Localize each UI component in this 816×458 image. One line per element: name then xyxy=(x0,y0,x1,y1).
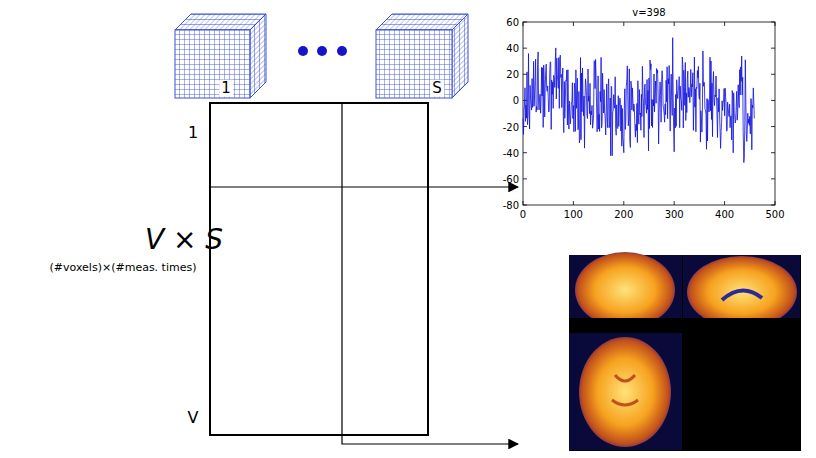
x-tick-label: 200 xyxy=(614,209,633,220)
plot-title: v=398 xyxy=(632,7,665,18)
time-series-plot xyxy=(523,22,775,205)
x-tick-label: 500 xyxy=(765,209,784,220)
x-tick-label: 100 xyxy=(564,209,583,220)
brain-slices xyxy=(569,252,801,451)
y-tick-label: 0 xyxy=(513,95,519,106)
volume-cube xyxy=(175,14,266,98)
x-tick-label: 300 xyxy=(665,209,684,220)
volume-cube xyxy=(376,14,468,98)
y-tick-label: 20 xyxy=(506,69,519,80)
y-tick-label: -40 xyxy=(503,147,519,158)
matrix-size: V × S xyxy=(145,225,223,256)
y-tick-label: 40 xyxy=(506,43,519,54)
y-tick-label: -60 xyxy=(503,173,519,184)
y-tick-label: 60 xyxy=(506,17,519,28)
row-arrow xyxy=(210,186,518,187)
y-tick-label: -80 xyxy=(503,200,519,211)
cube-index: 1 xyxy=(219,80,233,97)
x-tick-label: 0 xyxy=(520,209,526,220)
cube-index: S xyxy=(430,80,444,97)
ellipsis-dots xyxy=(298,46,347,56)
row-index: V xyxy=(188,409,199,427)
data-matrix xyxy=(210,103,428,435)
x-tick-label: 400 xyxy=(715,209,734,220)
y-tick-label: -20 xyxy=(503,121,519,132)
row-index: 1 xyxy=(188,124,198,142)
signal-trace xyxy=(523,38,754,163)
matrix-size-note: (#voxels)×(#meas. times) xyxy=(50,262,197,274)
column-arrow xyxy=(342,103,518,444)
